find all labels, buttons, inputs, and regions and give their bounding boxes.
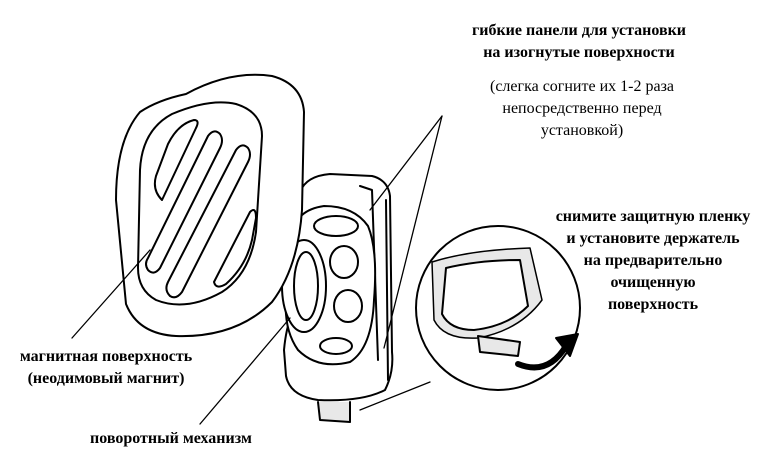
peel-film-line-1: снимите защитную пленку bbox=[555, 208, 751, 225]
peel-film-line-5: поверхность bbox=[607, 296, 699, 313]
leader-lines bbox=[71, 115, 443, 425]
flex-panels-note-line-1: (слегка согните их 1-2 раза bbox=[489, 78, 674, 95]
peel-film-line-3: на предварительно bbox=[583, 252, 723, 269]
peel-film-line-4: очищенную bbox=[610, 274, 696, 291]
peel-film-instruction: снимите защитную пленку и установите дер… bbox=[536, 206, 770, 316]
magnetic-head bbox=[115, 73, 305, 338]
magnet-label-line-1: магнитная поверхность bbox=[19, 348, 193, 365]
magnet-label: магнитная поверхность (неодимовый магнит… bbox=[6, 346, 206, 390]
flex-panels-title-line-1: гибкие панели для установки bbox=[471, 22, 687, 39]
magnet-label-line-2: (неодимовый магнит) bbox=[27, 370, 185, 387]
peel-film-line-2: и установите держатель bbox=[566, 230, 740, 247]
peel-arrow bbox=[515, 333, 579, 371]
flex-panels-note-line-2: непосредственно перед bbox=[502, 100, 662, 117]
protective-film-tab bbox=[317, 401, 351, 423]
flex-panels-title: гибкие панели для установки на изогнутые… bbox=[434, 20, 724, 64]
detail-circle bbox=[415, 225, 581, 391]
flex-panels-title-line-2: на изогнутые поверхности bbox=[483, 44, 675, 61]
swivel-label: поворотный механизм bbox=[90, 430, 252, 447]
flex-panels-note-line-3: установкой) bbox=[540, 122, 624, 139]
flex-panels-note: (слегка согните их 1-2 раза непосредстве… bbox=[452, 76, 712, 142]
